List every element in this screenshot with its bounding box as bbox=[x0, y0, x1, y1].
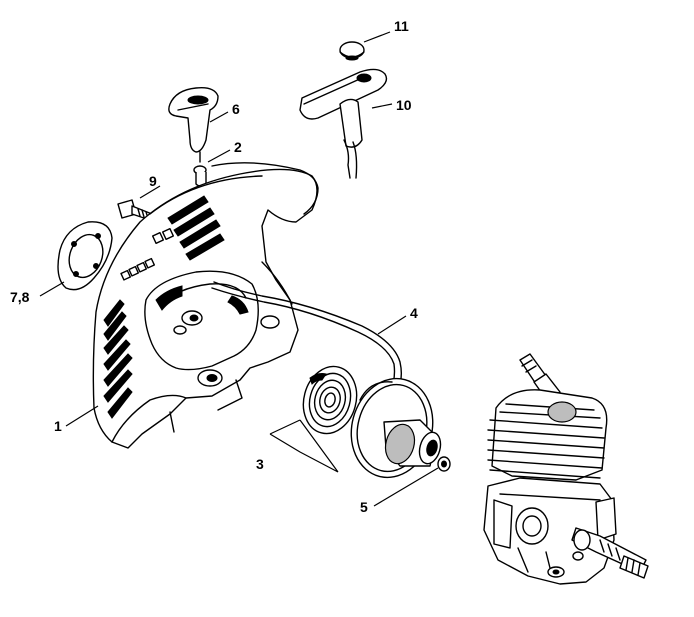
starter-rope-part bbox=[211, 281, 403, 393]
callout-7-8: 7,8 bbox=[10, 289, 30, 305]
starter-grip-part bbox=[168, 86, 219, 153]
engine-part bbox=[483, 353, 649, 585]
rewind-spring-part bbox=[302, 365, 358, 435]
leader-2 bbox=[207, 149, 231, 163]
callout-11: 11 bbox=[394, 18, 409, 34]
callout-2: 2 bbox=[234, 139, 242, 155]
leader-9 bbox=[139, 185, 161, 199]
leader-6 bbox=[209, 111, 229, 123]
leader-78 bbox=[39, 281, 65, 297]
washer-plate-part bbox=[57, 221, 113, 291]
leader-4 bbox=[377, 315, 407, 335]
callout-6: 6 bbox=[232, 101, 240, 117]
rope-rotor-part bbox=[350, 377, 442, 479]
callout-10: 10 bbox=[396, 97, 412, 113]
callout-9: 9 bbox=[149, 173, 157, 189]
cap-part bbox=[339, 41, 365, 61]
leader-1 bbox=[65, 405, 99, 427]
leader-5 bbox=[373, 467, 439, 507]
leader-11 bbox=[363, 31, 391, 43]
callout-4: 4 bbox=[410, 305, 418, 321]
circlip-part bbox=[437, 456, 451, 472]
callout-3: 3 bbox=[256, 456, 264, 472]
thimble-part bbox=[193, 151, 207, 187]
leader-lines bbox=[39, 31, 439, 507]
leader-3 bbox=[269, 419, 339, 473]
starter-grip-alt-part bbox=[299, 68, 388, 179]
callout-1: 1 bbox=[54, 418, 62, 434]
leader-10 bbox=[371, 103, 393, 109]
callout-5: 5 bbox=[360, 499, 368, 515]
